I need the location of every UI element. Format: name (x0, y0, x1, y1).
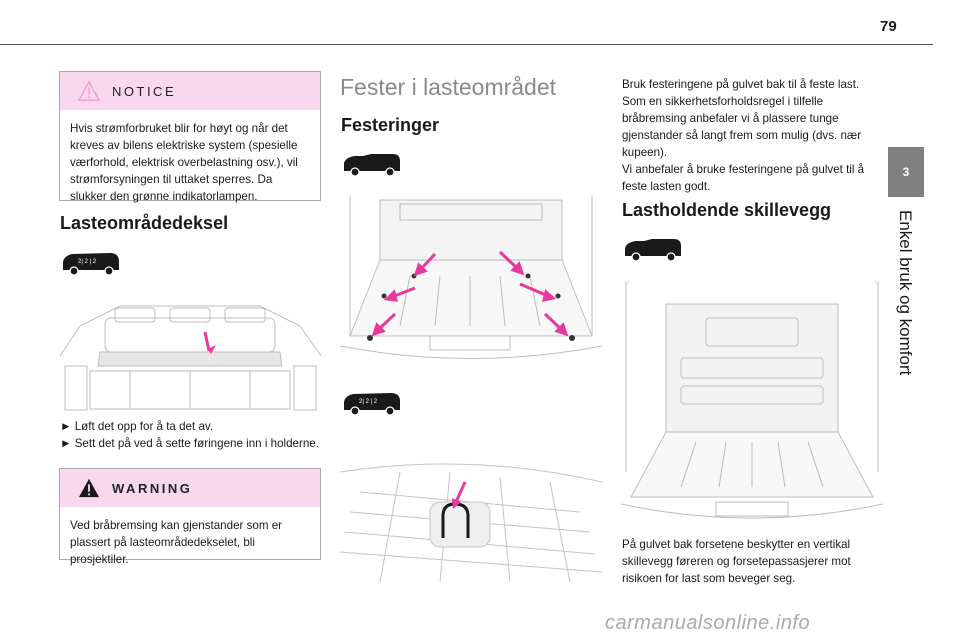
cargo-floor-rings-illustration (340, 196, 602, 359)
page-number: 79 (880, 18, 897, 35)
cargo-cover-illustration (60, 296, 321, 412)
partition-illustration (621, 282, 883, 519)
svg-text:2| 2 | 2: 2| 2 | 2 (359, 399, 378, 405)
chapter-title: Enkel bruk og komfort (896, 210, 915, 376)
cover-title: Lasteområdedeksel (60, 213, 229, 233)
van-icon (625, 239, 681, 262)
rings-paragraph-1: Bruk festeringene på gulvet bak til å fe… (622, 78, 862, 159)
notice-text: Hvis strømforbruket blir for høyt og når… (70, 122, 298, 203)
chapter-tab[interactable]: 3 (888, 147, 924, 197)
watermark: carmanualsonline.info (605, 612, 811, 634)
partition-title: Lastholdende skillevegg (622, 200, 832, 220)
cover-step-2: ► Sett det på ved å sette føringene inn … (60, 437, 319, 450)
notice-label: NOTICE (112, 83, 177, 99)
notice-header: NOTICE (60, 72, 320, 110)
warning-triangle-icon (78, 80, 100, 101)
warning-header: WARNING (60, 469, 320, 507)
minibus-icon: 2| 2 | 2 (344, 393, 400, 416)
notice-box: NOTICE Hvis strømforbruket blir for høyt… (59, 71, 321, 203)
svg-text:2| 2 | 2: 2| 2 | 2 (78, 259, 97, 265)
partition-caption: På gulvet bak forsetene beskytter en ver… (622, 538, 851, 585)
warning-triangle-icon (78, 478, 100, 498)
minibus-icon: 2| 2 | 2 (63, 253, 119, 276)
floor-ring-closeup-illustration (340, 463, 602, 582)
warning-label: WARNING (112, 480, 193, 496)
rings-paragraph-2: Vi anbefaler å bruke festeringene på gul… (622, 163, 865, 193)
top-rule (0, 44, 933, 45)
cover-step-1: ► Løft det opp for å ta det av. (60, 420, 214, 433)
warning-box: WARNING Ved bråbremsing kan gjenstander … (59, 468, 321, 566)
van-icon (344, 154, 400, 177)
warning-text: Ved bråbremsing kan gjenstander som er p… (70, 519, 283, 566)
fastening-section-title: Fester i lasteområdet (340, 74, 557, 100)
fastening-title: Festeringer (341, 115, 440, 135)
